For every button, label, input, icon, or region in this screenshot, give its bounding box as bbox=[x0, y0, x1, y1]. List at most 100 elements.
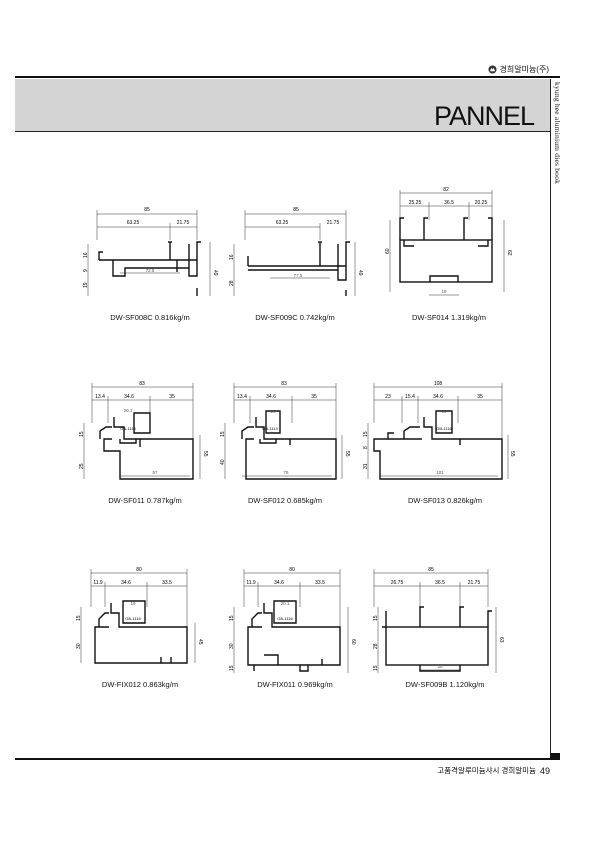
dim-bottom: 18 bbox=[441, 289, 447, 294]
dim-b: 36.5 bbox=[444, 200, 454, 206]
dim-right: 55 bbox=[509, 451, 515, 457]
dim-left-a: 15 bbox=[79, 431, 85, 437]
dim-bottom: 101 bbox=[436, 470, 444, 475]
dim-a: 13.4 bbox=[237, 394, 247, 400]
dim-inner: 20.1 bbox=[124, 408, 133, 413]
dim-c: 35 bbox=[169, 394, 175, 400]
dim-right: 60 bbox=[350, 639, 356, 645]
gasket-code: GB-1116 bbox=[125, 616, 141, 621]
dim-a: 25.25 bbox=[409, 200, 422, 206]
side-book-title: kyung hee aluminium dies book bbox=[553, 82, 562, 185]
dim-inner: 19 bbox=[441, 409, 447, 414]
profile-drawing: 85 63.25 21.75 49 16 28 77.5 bbox=[229, 207, 363, 296]
dim-a: 26.75 bbox=[391, 580, 404, 586]
dim-left-b: 25 bbox=[79, 463, 85, 469]
dim-c: 33.5 bbox=[162, 580, 172, 586]
footer-text: 고품격알루미늄샤시 경희알미늄 bbox=[437, 766, 536, 775]
header-band: PANNEL bbox=[15, 79, 550, 132]
profile-dw-sf009b: 85 26.75 36.5 21.75 15 28 15 63 20 DW-SF… bbox=[373, 567, 510, 689]
dim-top: 108 bbox=[434, 381, 443, 387]
profile-dw-sf008c: 85 63.25 21.75 49 16 9 19 72.5 DW-SF008C… bbox=[83, 200, 218, 322]
dim-left-c: 19 bbox=[83, 282, 89, 288]
dim-b: 34.6 bbox=[124, 394, 134, 400]
gasket-code: GB-1116 bbox=[436, 426, 452, 431]
profile-caption: DW-SF008C 0.816kg/m bbox=[110, 313, 190, 322]
dim-right: 45 bbox=[197, 639, 203, 645]
profile-dw-sf011: 83 13.4 34.6 35 20.1 GB-1116 15 25 55 57… bbox=[79, 381, 210, 505]
dim-c: 33.5 bbox=[315, 580, 325, 586]
profile-caption: DW-FIX012 0.863kg/m bbox=[101, 680, 179, 689]
dim-bottom: 57 bbox=[152, 470, 158, 475]
dim-left-split: 63.25 bbox=[276, 220, 289, 226]
dim-left-b: 28 bbox=[373, 643, 379, 649]
dim-left-a: 15 bbox=[363, 431, 369, 437]
dim-left-a: 15 bbox=[229, 615, 235, 621]
gasket-code: GB-1116 bbox=[277, 616, 293, 621]
dim-b: 34.6 bbox=[266, 394, 276, 400]
profile-dw-sf014: 82 25.25 36.5 20.25 60 62 18 DW-SF014 1.… bbox=[384, 187, 514, 322]
dim-b: 34.6 bbox=[121, 580, 131, 586]
profile-drawing: 85 26.75 36.5 21.75 15 28 15 63 20 bbox=[373, 567, 504, 673]
dim-right: 55 bbox=[344, 451, 350, 457]
profile-drawing: 85 63.25 21.75 49 16 9 19 72.5 bbox=[83, 207, 218, 296]
profile-dw-sf012: 83 13.4 34.6 35 19 GB-1113 15 40 55 76 D… bbox=[220, 381, 350, 505]
dim-top: 82 bbox=[443, 187, 449, 193]
profile-caption: DW-SF011 0.787kg/m bbox=[108, 496, 182, 505]
profile-caption: DW-SF009C 0.742kg/m bbox=[255, 313, 335, 322]
profile-caption: DW-SF014 1.319kg/m bbox=[411, 313, 487, 322]
dim-top: 85 bbox=[428, 567, 434, 573]
profile-drawing: 80 11.9 34.6 33.5 20.1 GB-1116 15 30 15 … bbox=[229, 567, 356, 673]
dim-right: 62 bbox=[506, 250, 512, 256]
dim-right-split: 21.75 bbox=[327, 220, 340, 226]
dim-a: 23 bbox=[385, 394, 391, 400]
gasket-code: GB-1116 bbox=[120, 426, 136, 431]
dim-right: 49 bbox=[357, 270, 363, 276]
dim-inner: 19 bbox=[270, 409, 276, 414]
dim-b: 36.5 bbox=[435, 580, 445, 586]
dim-left-b: 28 bbox=[229, 280, 235, 286]
dim-c: 21.75 bbox=[468, 580, 481, 586]
profile-caption: DW-FIX011 0.969kg/m bbox=[257, 680, 333, 689]
side-divider bbox=[550, 79, 551, 759]
profile-dw-sf009c: 85 63.25 21.75 49 16 28 77.5 DW-SF009C 0… bbox=[229, 200, 363, 322]
dim-left-b: 40 bbox=[220, 459, 226, 465]
dim-top: 83 bbox=[281, 381, 287, 387]
dim-left-a: 16 bbox=[229, 254, 235, 260]
dim-top: 83 bbox=[139, 381, 145, 387]
bottom-rule bbox=[15, 758, 560, 760]
page-title: PANNEL bbox=[433, 101, 535, 131]
profile-drawing: 83 13.4 34.6 35 20.1 GB-1116 15 25 55 57 bbox=[79, 381, 208, 480]
dim-left-b: 30 bbox=[76, 643, 82, 649]
profile-drawing: 83 13.4 34.6 35 19 GB-1113 15 40 55 76 bbox=[220, 381, 350, 480]
profile-drawing: 108 23 15.4 34.6 35 19 GB-1116 15 8 31 5… bbox=[363, 381, 515, 480]
dim-right: 63 bbox=[498, 637, 504, 643]
dim-bottom: 72.5 bbox=[146, 268, 155, 273]
top-rule bbox=[15, 76, 560, 78]
profile-caption: DW-SF013 0.826kg/m bbox=[407, 496, 483, 505]
dim-left-a: 15 bbox=[76, 615, 82, 621]
dim-inner: 19 bbox=[130, 601, 136, 606]
dim-left-a: 15 bbox=[220, 431, 226, 437]
dim-bottom: 76 bbox=[283, 470, 289, 475]
dim-left-b: 8 bbox=[363, 446, 369, 449]
footer: 고품격알루미늄샤시 경희알미늄 49 bbox=[437, 765, 550, 776]
dim-left-b: 9 bbox=[83, 269, 89, 272]
dim-b: 34.6 bbox=[274, 580, 284, 586]
dim-right-split: 21.75 bbox=[177, 220, 190, 226]
dim-right: 55 bbox=[202, 451, 208, 457]
dim-left-a: 16 bbox=[83, 252, 89, 258]
dim-d: 35 bbox=[477, 394, 483, 400]
company-logo-icon bbox=[487, 65, 497, 74]
dim-b: 15.4 bbox=[405, 394, 415, 400]
dim-bottom: 77.5 bbox=[294, 273, 303, 278]
dim-top: 80 bbox=[136, 567, 142, 573]
profile-drawing: 80 11.9 34.6 33.5 19 GB-1116 15 30 45 bbox=[76, 567, 203, 664]
dim-left-c: 15 bbox=[229, 665, 235, 671]
page-number: 49 bbox=[539, 765, 550, 776]
profile-drawing: 82 25.25 36.5 20.25 60 62 18 bbox=[385, 187, 512, 296]
dim-a: 11.9 bbox=[246, 580, 256, 586]
dim-c: 35 bbox=[311, 394, 317, 400]
gasket-code: GB-1113 bbox=[262, 426, 278, 431]
company-name: 경희알미늄(주) bbox=[487, 64, 549, 75]
profile-dw-fix011: 80 11.9 34.6 33.5 20.1 GB-1116 15 30 15 … bbox=[229, 567, 360, 689]
